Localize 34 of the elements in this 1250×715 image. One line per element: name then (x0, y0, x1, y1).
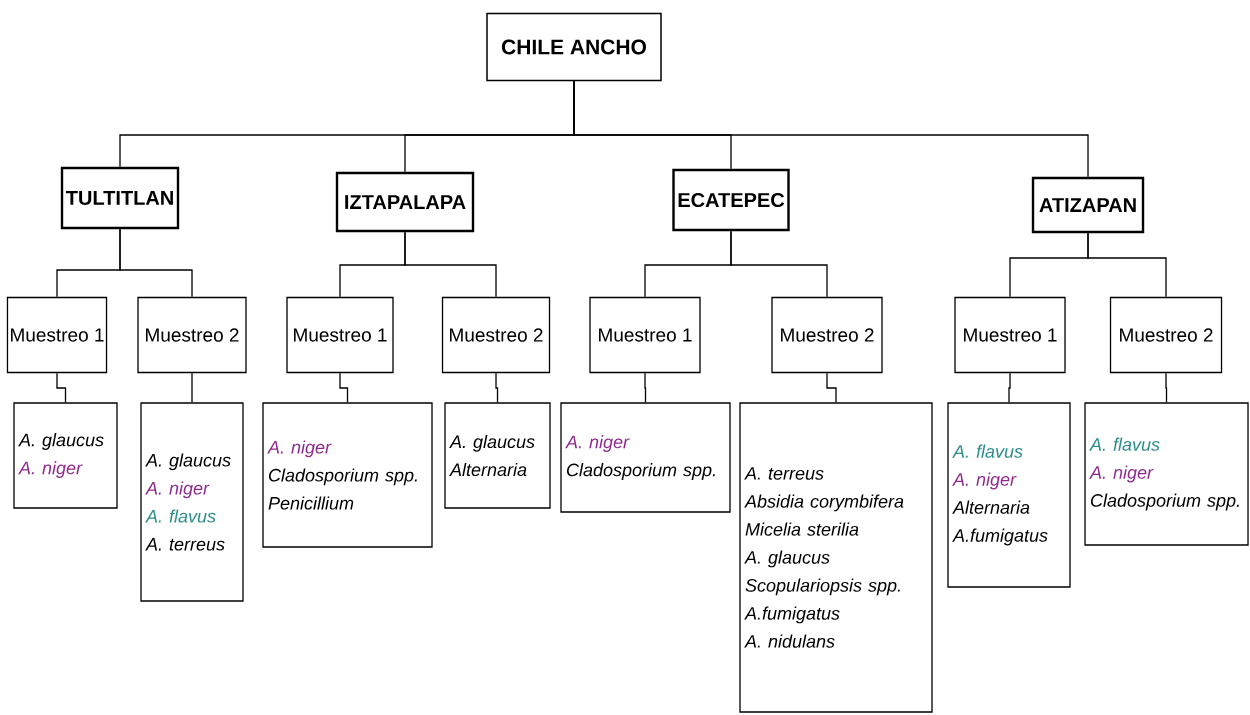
species-list-box: A. terreus Absidia corymbifera Micelia sterilia A. glaucus Scopulariopsis spp. A.fumigatus A. nidulans (739, 402, 933, 713)
sample-box: Muestreo 1 (589, 296, 701, 374)
root-box: CHILE ANCHO (486, 12, 662, 82)
species-list-box: A. flavus A. niger Cladosporium spp. (1084, 402, 1249, 546)
connector-line (573, 80, 1089, 178)
connector-line (495, 372, 499, 403)
species-list-box: A. niger Cladosporium spp. Penicillium (262, 402, 433, 548)
connector-line (826, 372, 837, 403)
connector-line (730, 230, 828, 298)
connector-line (644, 372, 647, 403)
sample-box: Muestreo 2 (137, 296, 247, 374)
species-list-box: A. glaucus A. niger A. flavus A. terreus (140, 402, 244, 602)
city-box: IZTAPALAPA (335, 171, 475, 233)
city-box: TULTITLAN (60, 166, 180, 230)
connector-line (1087, 232, 1167, 298)
species-list-box: A. niger Cladosporium spp. (560, 402, 731, 513)
sample-box: Muestreo 2 (1109, 296, 1223, 374)
species-list-box: A. glaucus Alternaria (444, 402, 551, 509)
species-list-box: A. flavus A. niger Alternaria A.fumigatus (947, 402, 1071, 588)
sample-box: Muestreo 2 (441, 296, 551, 374)
connector-line (404, 231, 497, 298)
connector-line (119, 228, 193, 298)
sample-box: Muestreo 2 (771, 296, 883, 374)
sample-box: Muestreo 1 (286, 296, 394, 374)
sample-box: Muestreo 1 (6, 296, 108, 374)
city-box: ATIZAPAN (1031, 176, 1145, 234)
connector-line (1008, 372, 1011, 403)
connector-line (1165, 372, 1168, 403)
sample-box: Muestreo 1 (954, 296, 1066, 374)
city-box: ECATEPEC (672, 168, 790, 232)
connector-line (339, 372, 349, 403)
connector-line (56, 372, 67, 403)
species-list-box: A. glaucus A. niger (13, 402, 118, 509)
connector-line (191, 372, 193, 403)
